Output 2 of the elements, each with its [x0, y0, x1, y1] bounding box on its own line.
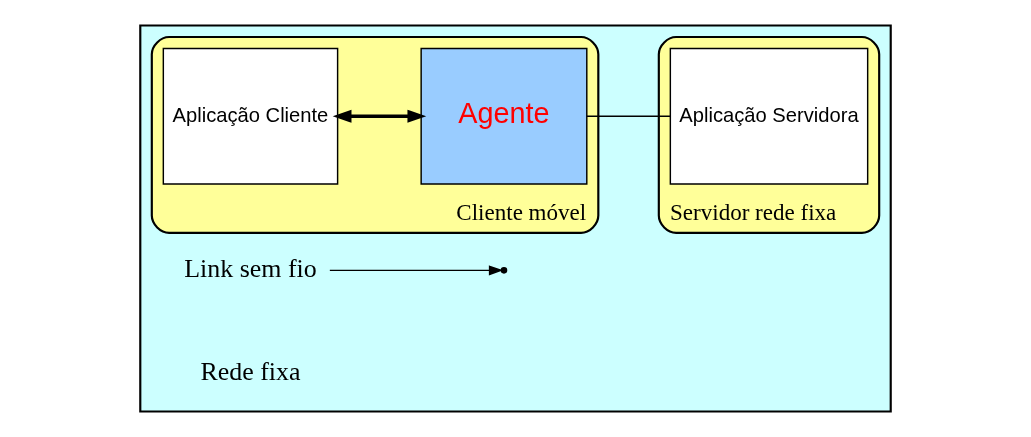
node-text: Link sem fio: [184, 253, 317, 283]
label: Rede fixa: [200, 357, 301, 387]
